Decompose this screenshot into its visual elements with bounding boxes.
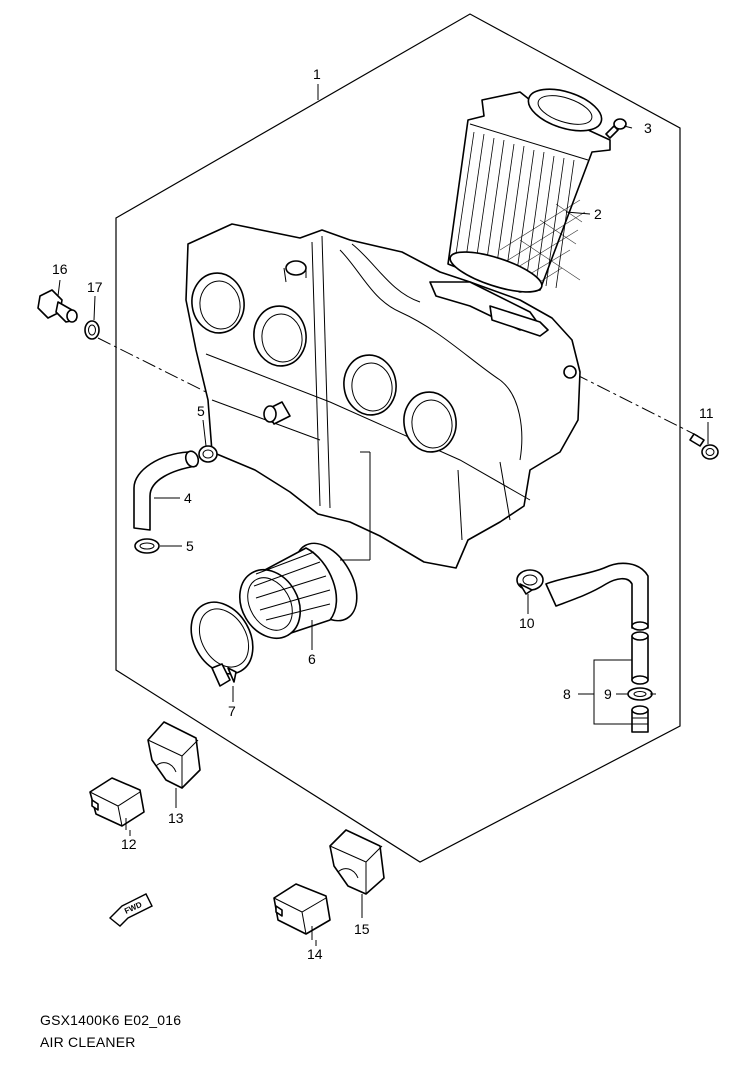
connector-part-14 [273,883,331,940]
breather-hose [545,562,649,685]
leader-lines [57,84,709,946]
part-label-16: 16 [52,261,68,277]
part-label-6: 6 [308,651,316,667]
intake-boot-part-6 [239,542,358,639]
axis-line-left [97,337,211,395]
bolt-part-11 [689,433,719,460]
clamp-part-10 [516,569,544,595]
drain-plug [631,705,649,733]
sensor-part-16 [37,289,78,323]
part-label-13: 13 [168,810,184,826]
connector-part-15 [329,829,385,895]
part-label-2: 2 [594,206,602,222]
part-label-15: 15 [354,921,370,937]
clamp-part-5-upper [198,445,218,463]
part-label-11: 11 [699,405,714,421]
assembly-boundary [115,13,681,863]
part-label-8: 8 [563,686,571,702]
part-label-14: 14 [307,946,323,962]
part-label-5-lower: 5 [186,538,194,554]
model-code-caption: GSX1400K6 E02_016 [40,1012,182,1028]
clamp-part-5-lower [134,538,160,554]
part-label-7: 7 [228,703,236,719]
band-clamp-part-7 [190,601,254,687]
part-label-3: 3 [644,120,652,136]
part-label-10: 10 [519,615,535,631]
drain-hose-part-4 [133,450,200,531]
forward-direction-marker: FWD [108,893,153,927]
air-filter-element [447,88,611,293]
part-label-5-upper: 5 [197,403,205,419]
part-label-1: 1 [313,66,321,82]
part-label-17: 17 [87,279,103,295]
part-label-9: 9 [604,686,612,702]
connector-part-12 [89,777,145,830]
diagram-title: AIR CLEANER [40,1034,136,1050]
part-label-4: 4 [184,490,192,506]
connector-part-13 [147,721,201,789]
part-labels: 1 2 3 4 5 5 6 7 8 9 10 11 12 13 14 15 16… [52,66,714,962]
screw-part-3 [605,118,627,139]
air-cleaner-case [185,223,581,569]
axis-line-right [574,373,699,437]
part-label-12: 12 [121,836,137,852]
o-ring-part-17 [84,320,100,340]
clamp-part-9 [627,687,653,701]
